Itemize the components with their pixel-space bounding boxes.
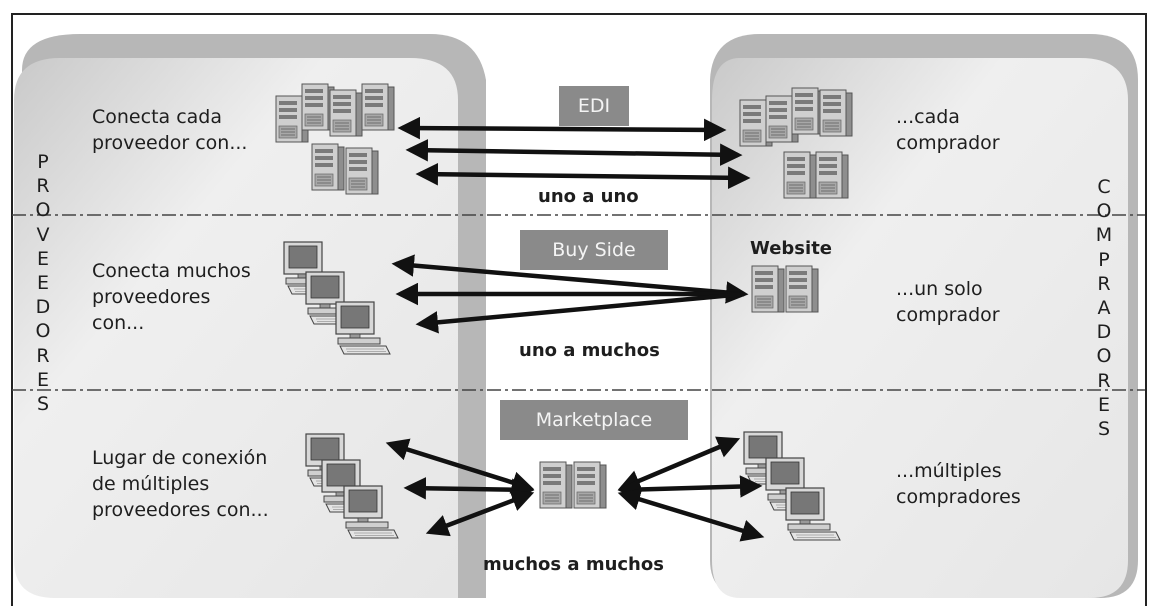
compradores-letter: P	[1098, 248, 1110, 271]
frame-right-line	[1145, 13, 1147, 606]
marketplace-right-text: ...múltiples compradores	[896, 460, 1021, 508]
compradores-letter: C	[1097, 176, 1111, 198]
compradores-letter: S	[1097, 417, 1111, 440]
compradores-letter: M	[1095, 224, 1113, 247]
compradores-letter: R	[1097, 272, 1111, 295]
proveedores-letter: O	[35, 320, 51, 343]
buy-side-tag: Buy Side	[520, 230, 668, 270]
edi-relation-label: uno a uno	[538, 186, 639, 207]
edi-arrows	[397, 116, 751, 190]
proveedores-letter: O	[35, 199, 51, 222]
proveedores-letter: E	[36, 271, 49, 294]
marketplace-left-text: Lugar de conexión de múltiples proveedor…	[92, 447, 269, 521]
buy-side-left-text: Conecta muchos proveedores con...	[92, 260, 251, 334]
proveedores-letter: V	[36, 223, 50, 246]
marketplace-relation-label: muchos a muchos	[483, 554, 664, 575]
edi-tag: EDI	[559, 86, 629, 126]
compradores-letter: O	[1096, 200, 1112, 223]
proveedores-letter: R	[36, 175, 50, 198]
website-label: Website	[750, 238, 833, 259]
edi-right-text: ...cada comprador	[896, 106, 1000, 154]
compradores-letter: D	[1096, 321, 1112, 344]
buy-side-relation-label: uno a muchos	[519, 340, 660, 361]
proveedores-letter: E	[36, 368, 49, 391]
frame-left-line	[11, 13, 13, 606]
edi-left-text: Conecta cada proveedor con...	[92, 106, 248, 154]
proveedores-letter: E	[36, 247, 49, 270]
compradores-letter: O	[1096, 345, 1112, 368]
buy-side-arrows	[391, 254, 749, 334]
proveedores-letter: R	[36, 344, 50, 367]
buy-side-right-text: ...un solo comprador	[896, 278, 1000, 326]
compradores-letter: A	[1097, 296, 1111, 319]
server-tower-icon	[539, 461, 607, 509]
compradores-letter: E	[1097, 393, 1110, 416]
marketplace-arrows	[385, 436, 765, 542]
marketplace-tag: Marketplace	[500, 400, 688, 440]
frame-top-line	[11, 13, 1146, 15]
proveedores-letter: P	[37, 151, 49, 173]
proveedores-letter: S	[36, 392, 50, 415]
proveedores-letter: D	[35, 296, 51, 319]
compradores-letter: R	[1097, 369, 1111, 392]
